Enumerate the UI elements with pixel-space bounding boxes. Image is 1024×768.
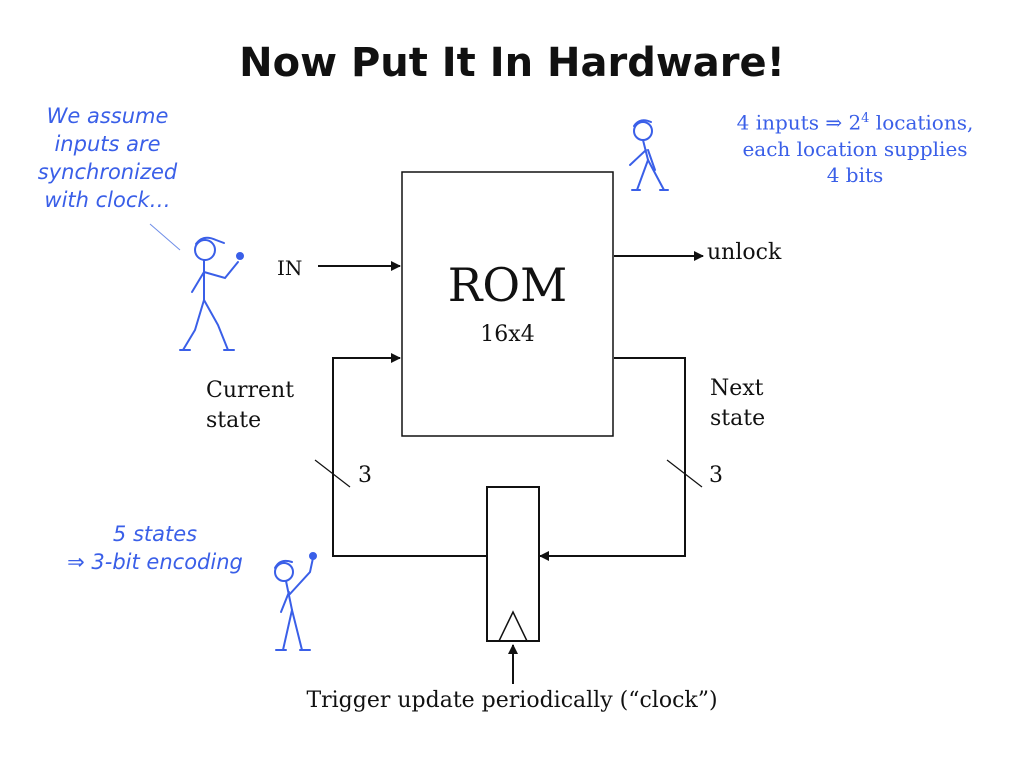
next-state-line-1: Next (710, 376, 764, 401)
clock-triangle-icon (497, 610, 529, 642)
next-state-label: Next state (710, 374, 765, 434)
states-note-line-1: 5 states (112, 522, 198, 546)
rom-capacity-note: 4 inputs ⇒ 24 locations, each location s… (690, 106, 1020, 188)
bus-slash-right (666, 459, 703, 488)
current-state-line-2: state (206, 408, 262, 433)
output-label: unlock (707, 240, 782, 265)
stick-figure-thinking-icon (629, 119, 669, 191)
bus-width-left: 3 (358, 463, 372, 488)
rom-size-label: 16x4 (480, 322, 535, 347)
rom-note-line-1-prefix: 4 inputs ⇒ 2 (736, 110, 862, 135)
sync-note-line-1: We assume (46, 104, 169, 128)
rom-note-line-1: 4 inputs ⇒ 24 locations, (690, 106, 1020, 136)
current-state-label: Current state (206, 376, 294, 436)
state-register (486, 486, 540, 642)
current-state-line-1: Current (206, 378, 295, 403)
rom-label: ROM (447, 258, 568, 312)
bus-slash-left (314, 459, 351, 488)
stick-figure-waving-icon (179, 236, 244, 351)
rom-note-line-1-suffix: locations, (869, 110, 974, 135)
sync-note: We assume inputs are synchronized with c… (20, 102, 195, 214)
sync-note-line-3: synchronized (37, 160, 178, 184)
slide-title: Now Put It In Hardware! (239, 40, 785, 86)
input-label: IN (277, 256, 303, 280)
next-state-wire (539, 357, 686, 561)
states-note-line-2: ⇒ 3-bit encoding (67, 550, 243, 574)
rom-note-exponent: 4 (861, 111, 870, 126)
current-state-wire (332, 353, 488, 557)
stick-figure-pointing-icon (274, 552, 317, 651)
rom-note-line-3: 4 bits (826, 162, 884, 187)
states-note: 5 states ⇒ 3-bit encoding (50, 520, 260, 576)
sync-note-line-4: with clock… (44, 188, 171, 212)
note-pointer-line (149, 223, 181, 251)
rom-box (401, 171, 614, 437)
sync-note-line-2: inputs are (54, 132, 161, 156)
rom-note-line-2: each location supplies (742, 136, 968, 161)
next-state-line-2: state (710, 406, 766, 431)
clock-caption: Trigger update periodically (“clock”) (306, 688, 718, 713)
bus-width-right: 3 (709, 463, 723, 488)
